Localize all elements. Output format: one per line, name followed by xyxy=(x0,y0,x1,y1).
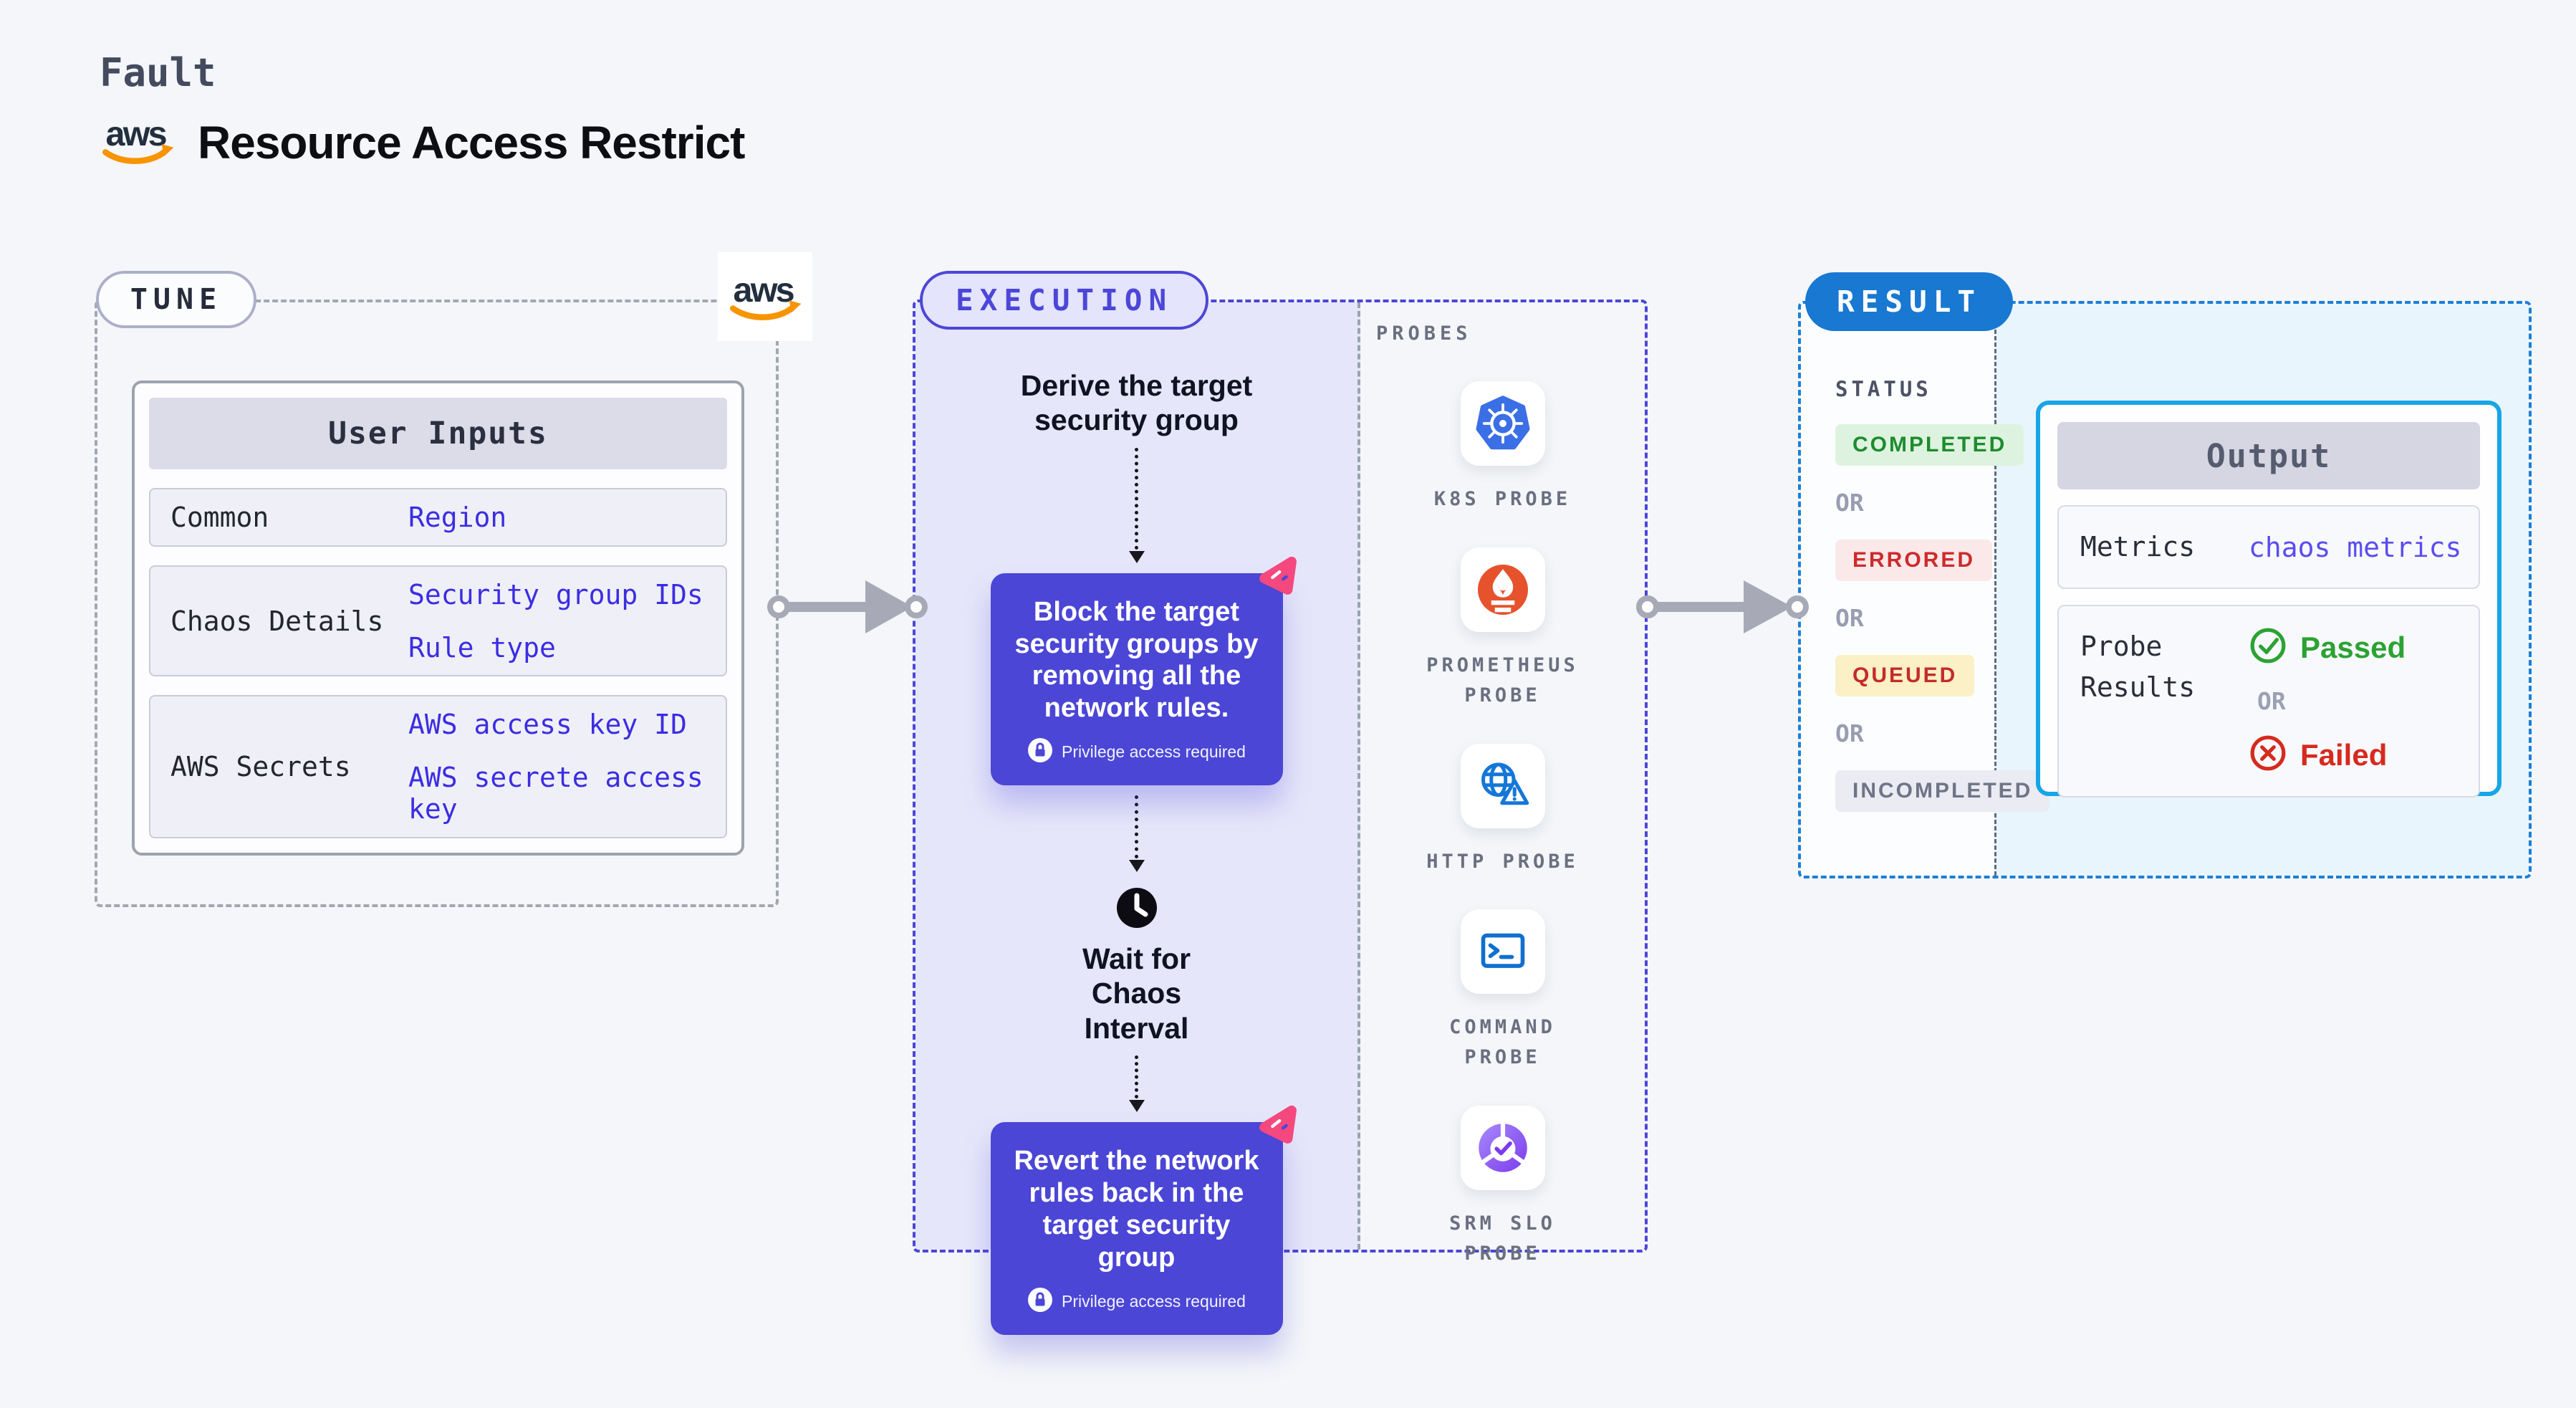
probes-column: K8S PROBE PROMETHEUS PROBE xyxy=(1360,302,1645,1265)
status-badge-errored: ERRORED xyxy=(1835,540,1993,581)
execution-section: Derive the target security group Block t… xyxy=(913,300,1648,1335)
arrow-right-icon xyxy=(758,565,934,654)
globe-warning-icon xyxy=(1460,743,1545,828)
prometheus-icon xyxy=(1460,547,1545,632)
probe-label: SRM SLO PROBE xyxy=(1449,1212,1556,1265)
aws-logo-icon: aws xyxy=(97,115,178,171)
chaos-pink-icon xyxy=(1254,552,1303,602)
user-inputs-title: User Inputs xyxy=(149,398,727,469)
arrow-right-icon xyxy=(1630,565,1815,654)
output-title: Output xyxy=(2057,422,2480,489)
privilege-note: Privilege access required xyxy=(1062,1291,1246,1311)
block-card-text: Block the target security groups by remo… xyxy=(1014,596,1259,724)
svg-text:aws: aws xyxy=(734,271,794,310)
x-circle-icon xyxy=(2249,734,2287,776)
user-input-row-aws-secrets: AWS Secrets AWS access key ID AWS secret… xyxy=(149,695,727,839)
kubernetes-icon xyxy=(1460,381,1545,466)
probe-item-k8s: K8S PROBE xyxy=(1434,381,1571,514)
row-label: Common xyxy=(170,501,269,533)
aws-logo-icon: aws xyxy=(718,252,812,341)
user-input-row-chaos-details: Chaos Details Security group IDs Rule ty… xyxy=(149,565,727,677)
tune-section-badge: TUNE xyxy=(96,271,256,328)
arrow-down-icon xyxy=(1128,447,1145,563)
probe-label: HTTP PROBE xyxy=(1426,850,1579,873)
revert-card-text: Revert the network rules back in the tar… xyxy=(1014,1146,1259,1273)
status-badge-queued: QUEUED xyxy=(1835,655,1975,696)
flow-step-derive: Derive the target security group xyxy=(1020,369,1253,437)
output-metrics-row: Metrics chaos metrics xyxy=(2057,505,2480,589)
probe-item-http: HTTP PROBE xyxy=(1426,743,1579,877)
probe-label: PROMETHEUS PROBE xyxy=(1426,653,1579,707)
output-card: Output Metrics chaos metrics Probe Resul… xyxy=(2036,401,2501,798)
fault-eyebrow: Fault xyxy=(100,50,216,95)
execution-section-badge: EXECUTION xyxy=(920,271,1209,330)
brand-row: aws Resource Access Restrict xyxy=(97,115,745,171)
row-value: AWS secrete access key xyxy=(408,762,703,825)
revert-network-rules-card: Revert the network rules back in the tar… xyxy=(990,1106,1297,1335)
probes-title: PROBES xyxy=(1376,322,1472,345)
metrics-value: chaos metrics xyxy=(2249,531,2462,563)
row-value: Rule type xyxy=(408,631,556,664)
user-inputs-card: User Inputs Common Region Chaos Details … xyxy=(132,380,744,856)
output-probe-results-row: Probe Results Passed OR xyxy=(2057,605,2480,798)
probe-label: K8S PROBE xyxy=(1433,488,1572,510)
probe-label: COMMAND PROBE xyxy=(1449,1016,1556,1069)
chaos-pink-icon xyxy=(1254,1101,1303,1151)
probe-results-label: Probe Results xyxy=(2080,631,2196,703)
status-column: STATUS COMPLETED OR ERRORED OR QUEUED OR… xyxy=(1801,304,2050,812)
clock-icon xyxy=(1114,885,1160,934)
privilege-note: Privilege access required xyxy=(1062,742,1246,762)
result-section: STATUS COMPLETED OR ERRORED OR QUEUED OR… xyxy=(1798,301,2532,878)
check-circle-icon xyxy=(2249,626,2287,669)
page-title: Resource Access Restrict xyxy=(198,117,745,168)
probe-item-prometheus: PROMETHEUS PROBE xyxy=(1413,547,1592,711)
status-badge-completed: COMPLETED xyxy=(1835,424,2024,466)
user-input-row-common: Common Region xyxy=(149,488,727,547)
lock-icon xyxy=(1027,1287,1053,1316)
or-separator: OR xyxy=(1835,719,1864,747)
slo-donut-check-icon xyxy=(1460,1106,1545,1191)
row-label: Chaos Details xyxy=(170,605,384,637)
failed-label: Failed xyxy=(2300,737,2388,772)
block-security-groups-card: Block the target security groups by remo… xyxy=(990,556,1297,786)
row-value: AWS access key ID xyxy=(408,709,687,741)
lock-icon xyxy=(1027,737,1053,767)
execution-flow-panel: Derive the target security group Block t… xyxy=(915,302,1360,1335)
status-badge-incompleted: INCOMPLETED xyxy=(1835,770,2050,812)
passed-label: Passed xyxy=(2300,630,2406,664)
result-section-badge: RESULT xyxy=(1805,272,2014,331)
tune-section: User Inputs Common Region Chaos Details … xyxy=(95,300,779,907)
metrics-label: Metrics xyxy=(2080,531,2196,562)
terminal-icon xyxy=(1460,909,1545,995)
flow-step-wait: Wait for Chaos Interval xyxy=(1082,942,1191,1045)
arrow-down-icon xyxy=(1128,795,1145,873)
or-separator: OR xyxy=(1835,604,1864,632)
row-value: Security group IDs xyxy=(408,578,703,610)
svg-text:aws: aws xyxy=(106,115,166,153)
row-value: Region xyxy=(408,501,507,533)
probe-item-srm-slo: SRM SLO PROBE xyxy=(1413,1106,1592,1269)
probe-item-command: COMMAND PROBE xyxy=(1413,909,1592,1073)
row-label: AWS Secrets xyxy=(170,751,351,783)
arrow-down-icon xyxy=(1128,1055,1145,1113)
or-separator: OR xyxy=(2257,687,2286,715)
status-title: STATUS xyxy=(1835,377,1932,401)
or-separator: OR xyxy=(1835,489,1864,517)
